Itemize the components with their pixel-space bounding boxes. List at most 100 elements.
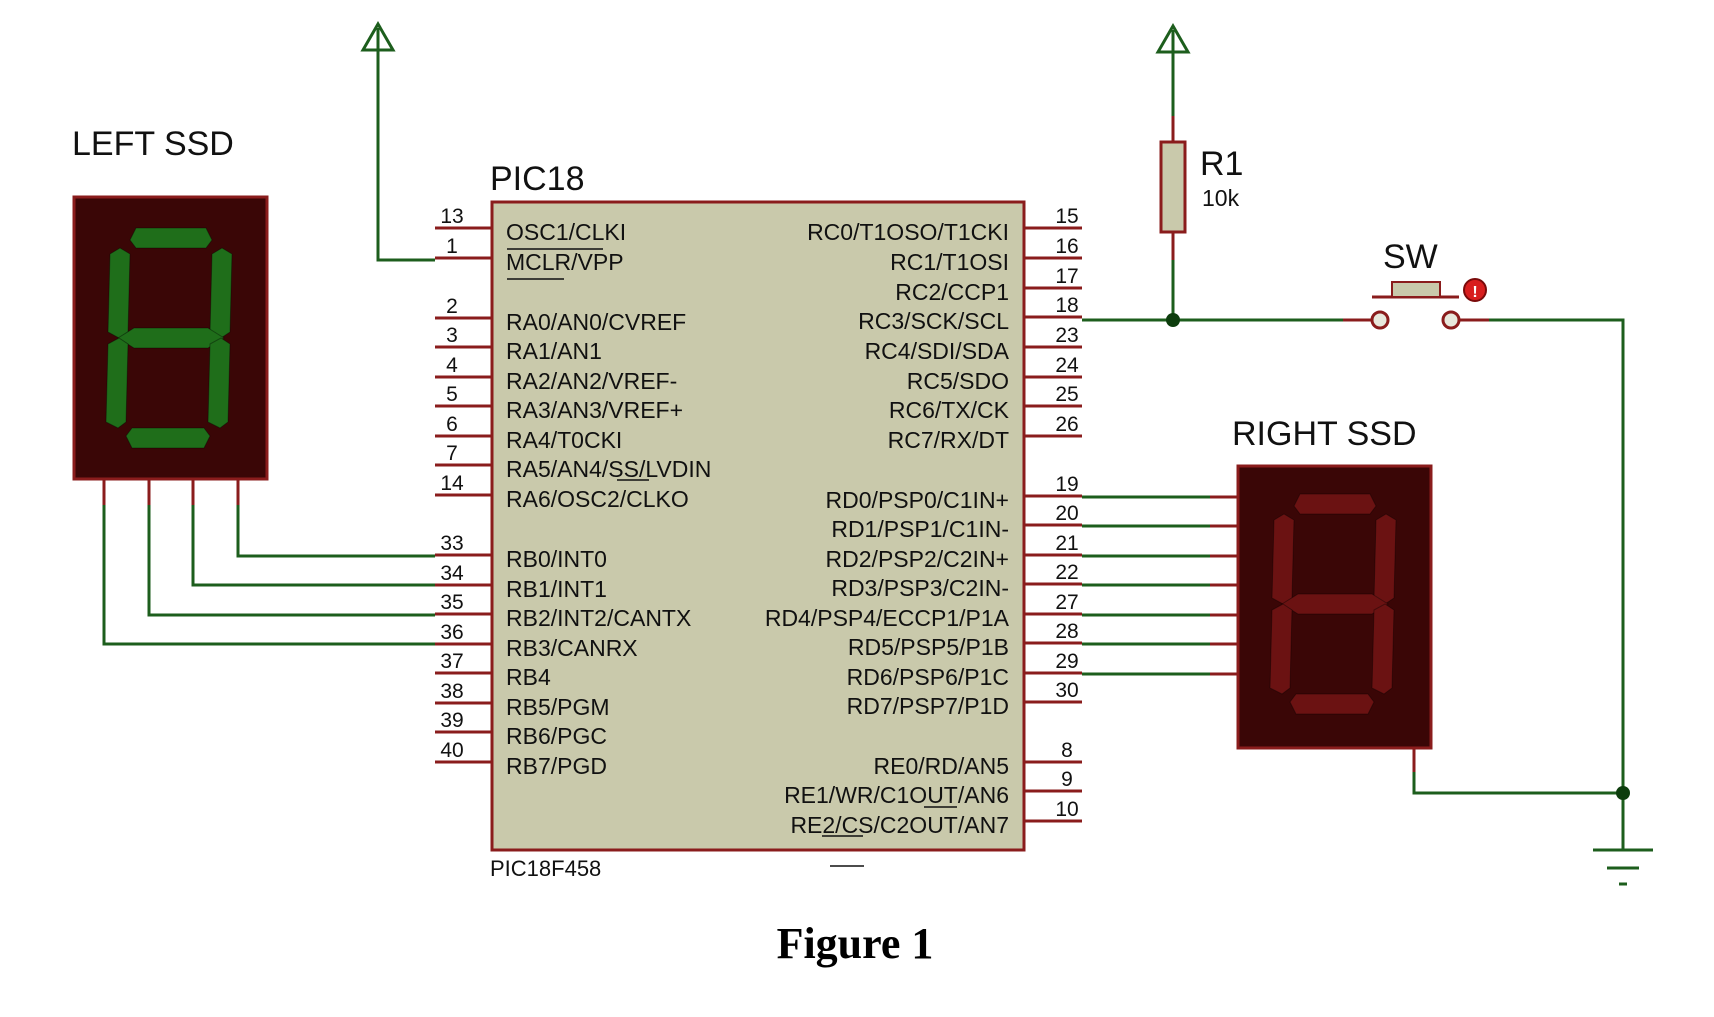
pin-name: RB3/CANRX	[506, 635, 638, 661]
pin-name: RC1/T1OSI	[890, 249, 1009, 275]
segment-g	[117, 327, 225, 349]
pin-number: 19	[1055, 473, 1078, 496]
pin-name: RD0/PSP0/C1IN+	[826, 487, 1009, 513]
pin-number: 1	[446, 235, 458, 258]
pin-name: RC5/SDO	[907, 368, 1009, 394]
pin-name: RE2/CS/C2OUT/AN7	[790, 812, 1009, 838]
segment-b	[209, 247, 233, 339]
pin-name: RD7/PSP7/P1D	[847, 693, 1009, 719]
right-ssd-label: RIGHT SSD	[1232, 415, 1417, 453]
pin-name: RA3/AN3/VREF+	[506, 397, 683, 423]
right-ssd-pins	[1210, 495, 1416, 772]
pin-name: RA4/T0CKI	[506, 427, 622, 453]
pin-number: 13	[440, 205, 463, 228]
pin-name: RA1/AN1	[506, 338, 602, 364]
pin-number: 8	[1061, 739, 1073, 762]
pin-number: 36	[440, 621, 463, 644]
pin-name: OSC1/CLKI	[506, 219, 626, 245]
pin-name: RA0/AN0/CVREF	[506, 309, 686, 335]
segment-c	[1371, 603, 1395, 695]
wires	[102, 28, 1625, 850]
switch-indicator-mark: !	[1472, 284, 1477, 301]
pin-name: RC0/T1OSO/T1CKI	[807, 219, 1009, 245]
resistor-r1: R1 10k	[1159, 116, 1243, 260]
pin-number: 2	[446, 295, 458, 318]
segment-f	[1271, 513, 1295, 605]
pin-name: RB5/PGM	[506, 694, 610, 720]
wire-rb1	[191, 482, 435, 587]
pin-name: RB1/INT1	[506, 576, 607, 602]
wire-switch-gnd	[1487, 318, 1625, 850]
segment-e	[105, 337, 129, 429]
wire-rb2	[147, 482, 435, 617]
pin-name: RC3/SCK/SCL	[858, 308, 1009, 334]
ground-symbol	[1593, 848, 1653, 886]
pin-number: 28	[1055, 620, 1078, 643]
right-ssd-segments	[1269, 493, 1397, 715]
pin-name: RD6/PSP6/P1C	[847, 664, 1009, 690]
pin-name: MCLR/VPP	[506, 249, 624, 275]
pin-number: 6	[446, 413, 458, 436]
pin-number: 25	[1055, 383, 1078, 406]
junction-rc3	[1166, 313, 1180, 327]
right-ssd: RIGHT SSD	[1210, 415, 1433, 772]
segment-d	[1289, 693, 1375, 715]
vdd-arrow-left	[360, 20, 396, 52]
switch-button	[1391, 281, 1441, 298]
pin-name: RE1/WR/C1OUT/AN6	[784, 782, 1009, 808]
pin-number: 33	[440, 532, 463, 555]
pin-number: 20	[1055, 502, 1078, 525]
segment-d	[125, 427, 211, 449]
pin-number: 34	[440, 562, 464, 585]
pin-name: RC2/CCP1	[895, 279, 1009, 305]
pin-number: 35	[440, 591, 463, 614]
pin-number: 17	[1055, 265, 1078, 288]
wire-mclr-vdd	[376, 28, 435, 262]
pin-number: 40	[440, 739, 463, 762]
switch-contact-left	[1370, 310, 1390, 330]
pin-name: RD1/PSP1/C1IN-	[831, 516, 1009, 542]
segment-e	[1269, 603, 1293, 695]
junction-gnd	[1616, 786, 1630, 800]
chip-left-pins: 13OSC1/CLKI1MCLR/VPP2RA0/AN0/CVREF3RA1/A…	[435, 205, 711, 779]
pin-number: 38	[440, 680, 463, 703]
push-switch-sw: SW !	[1343, 238, 1489, 330]
pin-number: 3	[446, 324, 458, 347]
pin-number: 10	[1055, 798, 1078, 821]
pin-name: RA2/AN2/VREF-	[506, 368, 677, 394]
pin-name: RC4/SDI/SDA	[865, 338, 1010, 364]
pin-name: RC7/RX/DT	[888, 427, 1009, 453]
pin-name: RA6/OSC2/CLKO	[506, 486, 689, 512]
chip-body	[490, 200, 1026, 852]
pin-number: 22	[1055, 561, 1078, 584]
pin-name: RD4/PSP4/ECCP1/P1A	[765, 605, 1010, 631]
pin-name: RC6/TX/CK	[889, 397, 1010, 423]
pin-number: 30	[1055, 679, 1078, 702]
wire-rb3	[102, 482, 435, 646]
pin-number: 14	[440, 472, 464, 495]
